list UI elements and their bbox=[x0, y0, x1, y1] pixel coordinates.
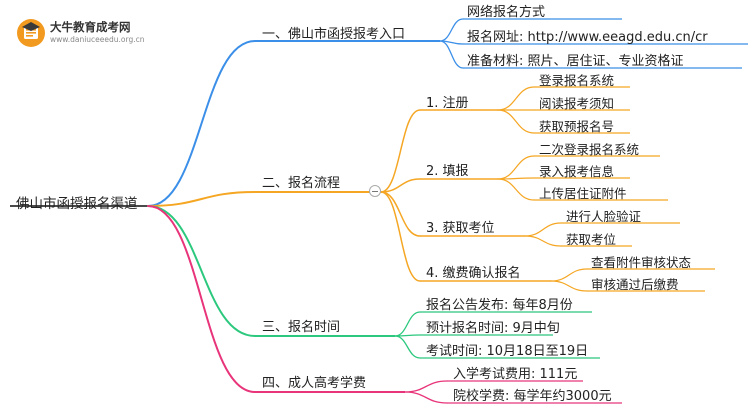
leaf-exam-date[interactable]: 考试时间: 10月18日至19日 bbox=[426, 344, 589, 359]
leaf-connector bbox=[394, 311, 421, 337]
leaf-connector bbox=[550, 268, 588, 282]
leaf-exam-fee[interactable]: 入学考试费用: 111元 bbox=[453, 367, 578, 382]
leaf-pay-after-review[interactable]: 审核通过后缴费 bbox=[591, 277, 679, 292]
leaf-connector bbox=[439, 40, 464, 69]
branch-fee[interactable]: 四、成人高考学费 bbox=[262, 376, 367, 391]
site-logo: 大牛教育成考网 www.daniuceeedu.org.cn bbox=[16, 18, 146, 48]
logo-brand-text: 大牛教育成考网 bbox=[50, 20, 131, 34]
graduation-cap-icon bbox=[17, 19, 45, 47]
step-connector bbox=[380, 109, 421, 193]
leaf-face-verify[interactable]: 进行人脸验证 bbox=[566, 209, 642, 224]
step-seat[interactable]: 3. 获取考位 bbox=[426, 221, 495, 236]
step-connector bbox=[380, 191, 421, 282]
leaf-enter-info[interactable]: 录入报考信息 bbox=[539, 164, 615, 179]
step-connector bbox=[380, 191, 421, 237]
leaf-online-signup[interactable]: 网络报名方式 bbox=[467, 5, 546, 20]
leaf-get-seat[interactable]: 获取考位 bbox=[566, 232, 617, 247]
leaf-login[interactable]: 登录报名系统 bbox=[539, 73, 615, 88]
leaf-tuition[interactable]: 院校学费: 每学年约3000元 bbox=[453, 389, 612, 404]
step-register[interactable]: 1. 注册 bbox=[426, 96, 469, 111]
leaf-connector bbox=[497, 86, 535, 111]
step-pay[interactable]: 4. 缴费确认报名 bbox=[426, 266, 521, 281]
branch-connector bbox=[147, 191, 256, 207]
step-connector bbox=[380, 178, 421, 193]
step-fill[interactable]: 2. 填报 bbox=[426, 164, 469, 179]
branch-connector bbox=[147, 205, 256, 337]
leaf-signup-url[interactable]: 报名网址: http://www.eeagd.edu.cn/cr bbox=[467, 30, 708, 45]
branch-process[interactable]: 二、报名流程 bbox=[262, 176, 341, 191]
leaf-connector bbox=[404, 380, 448, 393]
leaf-connector bbox=[497, 155, 535, 180]
branch-time[interactable]: 三、报名时间 bbox=[262, 320, 341, 335]
leaf-connector bbox=[497, 178, 535, 201]
leaf-get-prereg[interactable]: 获取预报名号 bbox=[539, 119, 615, 134]
leaf-connector bbox=[439, 18, 464, 42]
leaf-relogin[interactable]: 二次登录报名系统 bbox=[539, 142, 640, 157]
leaf-read-notice[interactable]: 阅读报考须知 bbox=[539, 96, 615, 111]
leaf-connector bbox=[404, 391, 448, 404]
leaf-check-review[interactable]: 查看附件审核状态 bbox=[591, 255, 692, 270]
branch-connector bbox=[147, 40, 256, 207]
leaf-upload-residence[interactable]: 上传居住证附件 bbox=[539, 186, 627, 201]
leaf-signup-period[interactable]: 预计报名时间: 9月中旬 bbox=[426, 321, 560, 336]
collapse-toggle-button[interactable] bbox=[369, 185, 381, 197]
root-node[interactable]: 佛山市函授报名渠道 bbox=[16, 196, 138, 212]
leaf-connector bbox=[497, 109, 535, 134]
logo-site-text: www.daniuceeedu.org.cn bbox=[50, 35, 145, 44]
leaf-materials[interactable]: 准备材料: 照片、居住证、专业资格证 bbox=[467, 54, 684, 69]
leaf-connector bbox=[550, 280, 588, 292]
leaf-connector bbox=[524, 222, 562, 237]
leaf-connector bbox=[394, 335, 421, 359]
branch-entry[interactable]: 一、佛山市函授报考入口 bbox=[262, 27, 406, 42]
leaf-announcement[interactable]: 报名公告发布: 每年8月份 bbox=[426, 298, 573, 313]
leaf-connector bbox=[524, 235, 562, 247]
branch-connector bbox=[147, 205, 256, 393]
